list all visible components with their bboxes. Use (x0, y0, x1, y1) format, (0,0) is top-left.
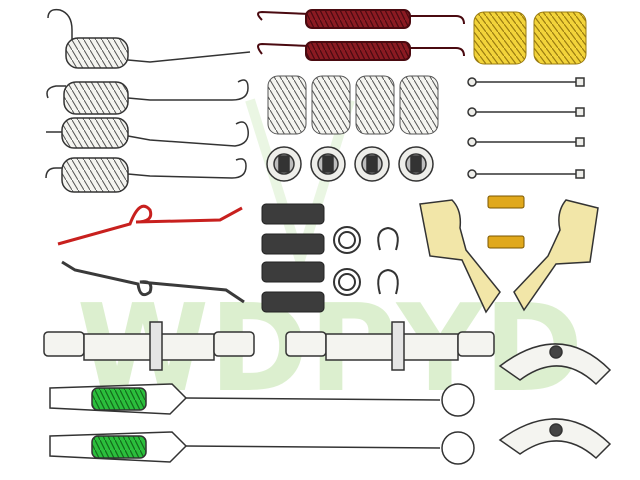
bleeder-screws (487, 195, 525, 249)
return-springs-long-hook (45, 8, 251, 193)
park-brake-brackets (419, 199, 599, 314)
hold-down-springs-white (267, 75, 439, 135)
adjuster-assemblies (43, 321, 495, 371)
c-washers-and-rings (333, 226, 399, 296)
hold-down-springs-yellow (473, 11, 587, 65)
adjuster-levers (57, 204, 245, 304)
spring-clips (261, 203, 325, 313)
shoe-guide-plates (498, 343, 612, 460)
adjuster-cables-green-spring (49, 383, 475, 465)
hold-down-pins (467, 77, 585, 179)
return-springs-dark-red (257, 9, 465, 61)
spring-retainer-cups (266, 146, 434, 182)
